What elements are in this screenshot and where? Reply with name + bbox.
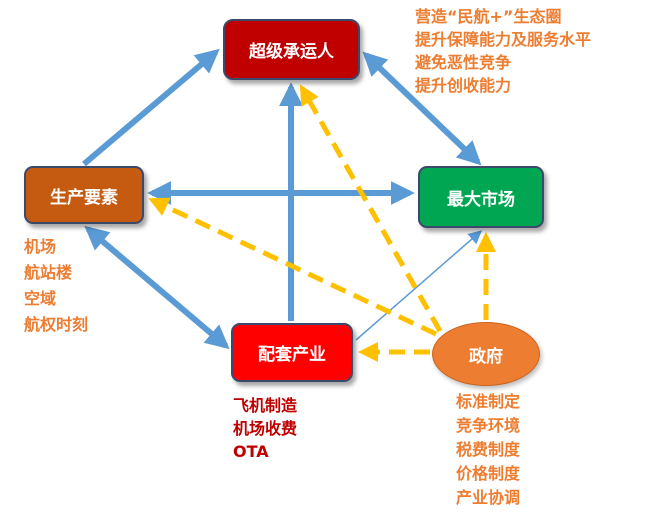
note-line: OTA <box>233 442 269 461</box>
production-factors-notes: 机场 航站楼 空域 航权时刻 <box>24 234 88 338</box>
node-production-factors-label: 生产要素 <box>50 187 118 208</box>
note-line: 机场收费 <box>233 419 298 438</box>
supporting-industry-notes: 飞机制造 机场收费 OTA <box>233 394 297 463</box>
node-largest-market-label: 最大市场 <box>447 189 515 210</box>
arrow-support-factors-bidirectional <box>84 225 230 350</box>
note-line: 飞机制造 <box>233 396 298 415</box>
dashed-arrow-government-to-factors <box>148 197 438 337</box>
note-line: 避免恶性竞争 <box>415 53 512 72</box>
note-line: 标准制定 <box>456 392 521 411</box>
note-line: 价格制度 <box>456 464 521 483</box>
node-supporting-industry: 配套产业 <box>231 323 353 382</box>
government-notes: 标准制定 竞争环境 税费制度 价格制度 产业协调 <box>456 390 520 510</box>
super-carrier-notes: 营造“民航+”生态圈 提升保障能力及服务水平 避免恶性竞争 提升创收能力 <box>415 5 591 97</box>
node-government-label: 政府 <box>469 346 503 367</box>
note-line: 税费制度 <box>456 440 521 459</box>
note-line: 空域 <box>24 289 57 308</box>
node-largest-market: 最大市场 <box>418 166 544 228</box>
node-production-factors: 生产要素 <box>24 166 144 224</box>
note-line: 航权时刻 <box>24 315 89 334</box>
arrow-factors-to-airline <box>82 48 220 167</box>
node-supporting-industry-label: 配套产业 <box>258 345 326 365</box>
note-line: 提升创收能力 <box>415 76 512 95</box>
note-line: 机场 <box>24 237 57 256</box>
dashed-arrow-government-to-airline <box>299 84 443 333</box>
note-line: 产业协调 <box>456 488 521 507</box>
arrow-airline-market-bidirectional <box>362 51 482 166</box>
note-line: 航站楼 <box>24 263 73 282</box>
note-line: 提升保障能力及服务水平 <box>415 30 592 49</box>
note-line: 竞争环境 <box>456 416 521 435</box>
node-government: 政府 <box>432 322 540 386</box>
node-super-carrier-label: 超级承运人 <box>249 42 334 62</box>
arrow-support-to-market <box>355 230 483 341</box>
node-super-carrier: 超级承运人 <box>223 19 360 80</box>
note-line: 营造“民航+”生态圈 <box>415 7 562 26</box>
